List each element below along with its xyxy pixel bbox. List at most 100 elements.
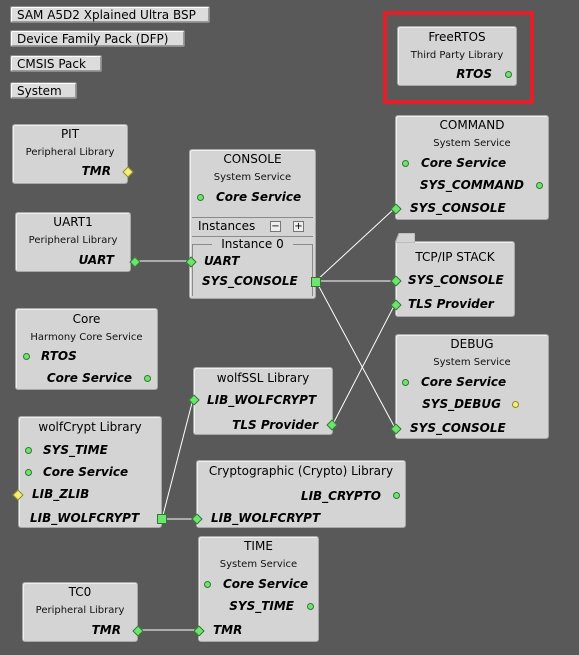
- dfp-button[interactable]: Device Family Pack (DFP): [10, 30, 185, 47]
- core-component[interactable]: Core Harmony Core Service RTOS Core Serv…: [15, 308, 158, 390]
- sys-console-port-icon[interactable]: [390, 275, 402, 287]
- component-subtitle: System Service: [433, 357, 511, 368]
- sys-debug-capability: SYS_DEBUG: [422, 397, 501, 411]
- tc0-component[interactable]: TC0 Peripheral Library TMR: [22, 582, 144, 642]
- separator: [192, 236, 313, 237]
- folder-tab-icon: [395, 233, 415, 243]
- tls-provider-port-icon[interactable]: [326, 419, 338, 431]
- tmr-port-icon[interactable]: [132, 625, 144, 637]
- core-service-port-icon[interactable]: [402, 160, 409, 167]
- lib-crypto-port-icon[interactable]: [393, 492, 400, 499]
- lib-wolfcrypt-port-icon[interactable]: [191, 513, 203, 525]
- sys-time-capability: SYS_TIME: [229, 599, 294, 613]
- bsp-button[interactable]: SAM A5D2 Xplained Ultra BSP: [10, 6, 210, 23]
- sys-console-dependency: SYS_CONSOLE: [408, 273, 504, 287]
- tmr-port-icon[interactable]: [193, 625, 205, 637]
- lib-wolfcrypt-capability: LIB_WOLFCRYPT: [30, 511, 140, 525]
- uart1-component[interactable]: UART1 Peripheral Library UART: [15, 212, 141, 272]
- system-button[interactable]: System: [10, 82, 77, 99]
- sys-console-dependency: SYS_CONSOLE: [410, 201, 506, 215]
- wolfssl-library-component[interactable]: wolfSSL Library LIB_WOLFCRYPT TLS Provid…: [188, 367, 338, 435]
- rtos-dependency: RTOS: [41, 349, 77, 363]
- component-title: Core: [72, 312, 101, 326]
- core-service-port-icon[interactable]: [402, 379, 409, 386]
- lib-wolfcrypt-port-icon[interactable]: [157, 514, 167, 524]
- component-title: wolfSSL Library: [216, 371, 310, 385]
- tmr-capability: TMR: [81, 164, 111, 178]
- wolfcrypt-library-component[interactable]: wolfCrypt Library SYS_TIME Core Service …: [12, 416, 167, 528]
- uart-port-icon[interactable]: [185, 256, 197, 268]
- component-subtitle: Peripheral Library: [28, 235, 118, 246]
- component-subtitle: System Service: [219, 559, 298, 570]
- instance-0-label[interactable]: Instance 0: [221, 237, 284, 251]
- component-title: DEBUG: [450, 337, 494, 351]
- sys-console-port-icon[interactable]: [311, 277, 321, 287]
- tls-provider-port-icon[interactable]: [390, 299, 402, 311]
- component-subtitle: System Service: [433, 138, 511, 149]
- sys-time-dependency: SYS_TIME: [43, 443, 108, 457]
- instance-border: [312, 244, 313, 296]
- tmr-dependency: TMR: [213, 623, 243, 637]
- add-instance-button[interactable]: +: [293, 221, 304, 232]
- component-title: TCP/IP STACK: [415, 250, 495, 264]
- time-component[interactable]: TIME System Service Core Service SYS_TIM…: [193, 536, 319, 642]
- command-component[interactable]: COMMAND System Service Core Service SYS_…: [390, 115, 549, 220]
- sys-console-dependency: SYS_CONSOLE: [410, 421, 506, 435]
- tls-provider-capability: TLS Provider: [232, 418, 318, 432]
- pit-component[interactable]: PIT Peripheral Library TMR: [12, 124, 134, 184]
- core-service-port-icon[interactable]: [204, 581, 211, 588]
- core-service-dependency: Core Service: [216, 190, 302, 204]
- debug-component[interactable]: DEBUG System Service Core Service SYS_DE…: [390, 334, 549, 439]
- component-title: PIT: [60, 127, 80, 141]
- component-title: UART1: [53, 215, 93, 229]
- rtos-port-icon[interactable]: [23, 353, 30, 360]
- freertos-highlight: [383, 11, 534, 104]
- sys-time-port-icon[interactable]: [307, 603, 314, 610]
- crypto-library-component[interactable]: Cryptographic (Crypto) Library LIB_CRYPT…: [191, 460, 406, 528]
- sys-console-capability: SYS_CONSOLE: [202, 274, 298, 288]
- uart-dependency: UART: [204, 254, 240, 268]
- rtos-capability: RTOS: [456, 67, 492, 81]
- wire-tcpip-wolfssl: [332, 303, 396, 425]
- separator: [192, 217, 313, 218]
- component-title: CONSOLE: [223, 152, 282, 166]
- cmsis-pack-button[interactable]: CMSIS Pack: [10, 55, 102, 72]
- component-title: COMMAND: [439, 118, 505, 132]
- component-subtitle: Peripheral Library: [35, 605, 125, 616]
- sys-console-port-icon[interactable]: [390, 203, 402, 215]
- lib-zlib-port-icon[interactable]: [12, 489, 24, 501]
- tmr-port-icon[interactable]: [122, 166, 134, 178]
- sys-console-port-icon[interactable]: [390, 423, 402, 435]
- core-service-dependency: Core Service: [223, 577, 309, 591]
- instance-border: [192, 244, 193, 296]
- wire-console-command: [315, 207, 396, 282]
- component-subtitle: Peripheral Library: [25, 147, 115, 158]
- core-service-dependency: Core Service: [421, 375, 507, 389]
- sys-debug-port-icon[interactable]: [512, 401, 519, 408]
- rtos-port-icon[interactable]: [505, 71, 512, 78]
- remove-instance-button[interactable]: −: [270, 221, 281, 232]
- core-service-port-icon[interactable]: [144, 375, 151, 382]
- component-subtitle: System Service: [213, 172, 292, 183]
- lib-wolfcrypt-dependency: LIB_WOLFCRYPT: [211, 511, 321, 525]
- tcpip-stack-component[interactable]: TCP/IP STACK SYS_CONSOLE TLS Provider: [390, 233, 515, 317]
- uart-port-icon[interactable]: [129, 256, 141, 268]
- core-service-port-icon[interactable]: [25, 469, 32, 476]
- instance-border: [192, 244, 212, 245]
- freertos-component[interactable]: FreeRTOS Third Party Library RTOS: [397, 26, 517, 86]
- sys-command-port-icon[interactable]: [536, 182, 543, 189]
- component-subtitle: Harmony Core Service: [30, 332, 143, 343]
- sys-command-capability: SYS_COMMAND: [419, 178, 524, 192]
- component-title: Cryptographic (Crypto) Library: [208, 464, 394, 478]
- lib-zlib-dependency: LIB_ZLIB: [32, 487, 90, 501]
- component-subtitle: Third Party Library: [410, 50, 504, 61]
- core-service-port-icon[interactable]: [197, 194, 204, 201]
- sys-time-port-icon[interactable]: [25, 447, 32, 454]
- lib-wolfcrypt-port-icon[interactable]: [188, 394, 200, 406]
- tmr-capability: TMR: [91, 623, 121, 637]
- instances-label: Instances: [198, 219, 256, 233]
- console-component[interactable]: CONSOLE System Service Core Service Inst…: [185, 149, 321, 299]
- component-title: wolfCrypt Library: [38, 420, 142, 434]
- component-title: FreeRTOS: [428, 30, 486, 44]
- uart-capability: UART: [78, 253, 114, 267]
